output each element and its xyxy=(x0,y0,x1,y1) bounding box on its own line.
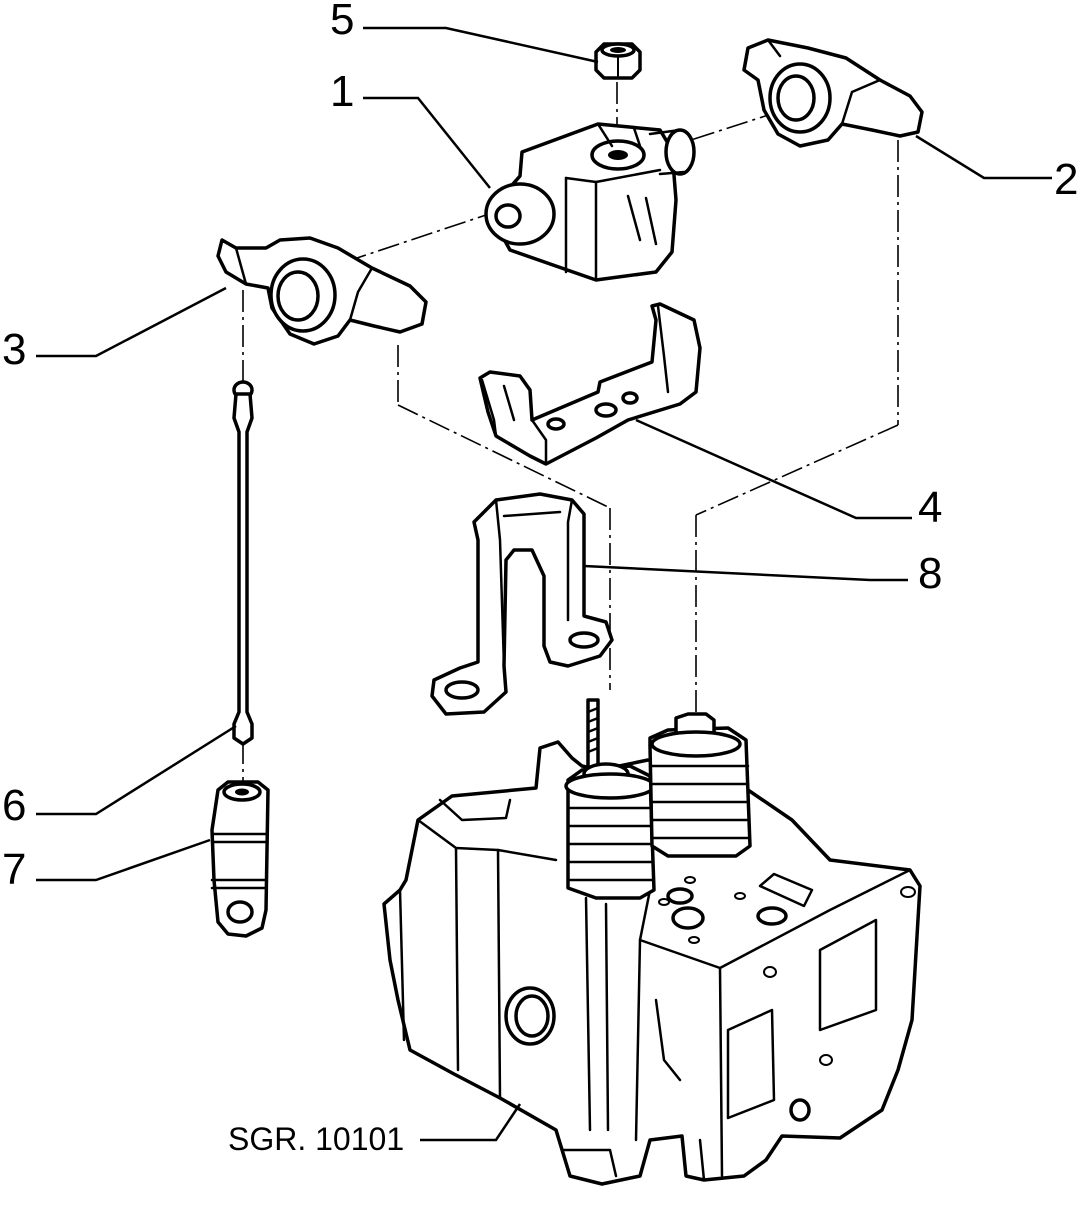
part-7-tappet xyxy=(210,780,270,938)
part-4-bracket xyxy=(478,302,702,466)
callout-2: 2 xyxy=(1054,155,1078,204)
callout-6: 6 xyxy=(2,781,26,830)
callout-labels: 5 1 2 3 4 8 6 7 SGR. 10101 xyxy=(2,0,1078,1157)
callout-1: 1 xyxy=(330,67,354,116)
part-6-push-rod xyxy=(232,380,254,746)
callout-5: 5 xyxy=(330,0,354,44)
part-1-rocker-support xyxy=(484,122,696,282)
cylinder-head xyxy=(382,740,922,1186)
part-5-nut xyxy=(594,42,642,80)
valve-spring-right xyxy=(648,712,752,858)
callout-4: 4 xyxy=(918,483,942,532)
part-8-u-bracket xyxy=(430,492,614,716)
callout-3: 3 xyxy=(2,325,26,374)
callout-8: 8 xyxy=(918,549,942,598)
valve-spring-left xyxy=(564,698,656,900)
reference-code: SGR. 10101 xyxy=(228,1121,404,1157)
callout-7: 7 xyxy=(2,845,26,894)
part-2-rocker-arm-right xyxy=(742,38,924,148)
leader-lines xyxy=(36,26,1052,1142)
part-3-rocker-arm-left xyxy=(216,236,428,346)
